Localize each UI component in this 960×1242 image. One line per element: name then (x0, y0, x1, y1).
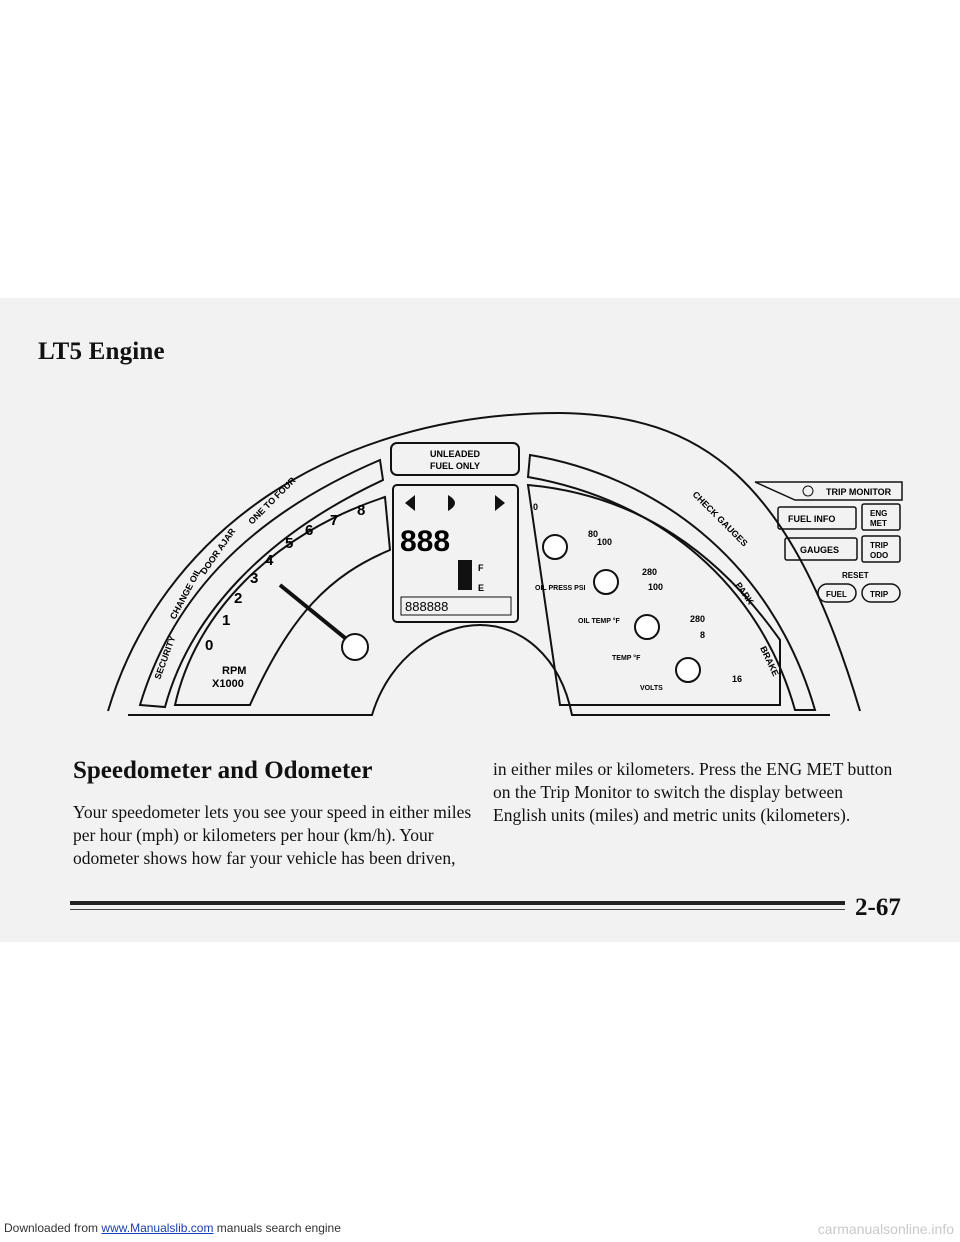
tach-number-5: 5 (285, 535, 293, 552)
trip-monitor-panel: TRIP MONITOR FUEL INFO ENG MET GAUGES TR… (754, 481, 903, 603)
fuel-info-label: FUEL INFO (788, 514, 835, 524)
fuel-full-mark: F (478, 563, 484, 573)
right-lamp-strip (526, 453, 817, 711)
tachometer-hub (341, 633, 369, 661)
subheading: Speedometer and Odometer (73, 757, 373, 784)
oil-temp-label: OIL TEMP °F (578, 617, 621, 625)
watermark: carmanualsonline.info (817, 1221, 954, 1237)
trip-odo-button (861, 535, 901, 563)
oil-press-tick-80: 80 (588, 529, 598, 539)
tach-number-2: 2 (234, 590, 242, 607)
left-lamp-strip (138, 458, 385, 709)
body-paragraph-left: Your speedometer lets you see your speed… (73, 802, 472, 868)
download-footer: Downloaded from www.Manualslib.com manua… (4, 1221, 341, 1235)
footer-rule-thick (70, 901, 845, 905)
center-display-panel (392, 484, 519, 623)
oil-temp-tick-280: 280 (642, 567, 657, 577)
trip-monitor-title: TRIP MONITOR (826, 487, 892, 497)
trip-monitor-header-box (754, 481, 903, 501)
voltmeter-gauge-hub (675, 657, 701, 683)
coolant-tick-280: 280 (690, 614, 705, 624)
digital-odometer-readout: 888888 (405, 599, 448, 614)
tach-number-6: 6 (305, 522, 313, 539)
tach-number-0: 0 (205, 637, 213, 654)
oil-pressure-gauge-hub (542, 534, 568, 560)
lamp-check-gauges: CHECK GAUGES (691, 489, 750, 548)
tach-number-1: 1 (222, 612, 230, 629)
fuel-info-button (777, 506, 857, 530)
footer-suffix: manuals search engine (216, 1221, 341, 1235)
left-turn-signal-icon (405, 495, 415, 511)
right-gauge-area (526, 483, 781, 706)
volts-label: VOLTS (640, 685, 663, 692)
trip-reset-button (861, 583, 901, 603)
tach-number-7: 7 (330, 512, 338, 529)
eng-met-label-line2: MET (870, 519, 887, 528)
reset-label: RESET (842, 571, 869, 580)
rpm-unit-label: X1000 (212, 678, 244, 690)
tach-number-3: 3 (250, 570, 258, 587)
oil-press-tick-0: 0 (533, 502, 538, 512)
volts-tick-16: 16 (732, 674, 742, 684)
footer-rule-thin (70, 909, 845, 910)
fuel-bar-graph (458, 560, 472, 590)
fuel-reset-label: FUEL (826, 590, 847, 599)
body-paragraph-right: in either miles or kilometers. Press the… (493, 759, 893, 825)
coolant-temp-label: TEMP °F (612, 654, 641, 662)
cluster-inner-outline (128, 623, 830, 716)
trip-odo-label-line2: ODO (870, 551, 888, 560)
unleaded-label-line1: UNLEADED (430, 449, 481, 459)
trip-reset-label: TRIP (870, 590, 889, 599)
tachometer-face (173, 495, 392, 706)
lamp-security: SECURITY (152, 634, 177, 680)
odometer-box (400, 596, 512, 616)
volts-tick-8: 8 (700, 630, 705, 640)
page-scan-area (0, 298, 960, 942)
eng-met-label-line1: ENG (870, 509, 887, 518)
tachometer-needle (278, 583, 352, 644)
digital-speed-readout: 888 (400, 525, 450, 558)
rpm-label: RPM (222, 665, 246, 677)
fuel-empty-mark: E (478, 583, 484, 593)
gauges-label: GAUGES (800, 545, 839, 555)
footer-prefix: Downloaded from (4, 1221, 99, 1235)
oil-press-label: OIL PRESS PSI (535, 585, 585, 592)
section-title: LT5 Engine (38, 338, 165, 365)
oil-temp-tick-100: 100 (597, 537, 612, 547)
cluster-outer-outline (107, 411, 861, 712)
unleaded-label-box (390, 442, 520, 476)
coolant-temp-gauge-hub (634, 614, 660, 640)
trip-monitor-indicator-icon (802, 485, 814, 497)
page-number: 2-67 (855, 894, 901, 921)
lamp-change-oil: CHANGE OIL (168, 566, 204, 621)
lamp-one-to-four: ONE TO FOUR (246, 475, 298, 527)
instrument-panel-diagram: UNLEADED FUEL ONLY 888 F E 888888 0 1 2 … (107, 411, 903, 716)
right-turn-signal-icon (495, 495, 505, 511)
coolant-tick-100: 100 (648, 582, 663, 592)
gauges-button (784, 537, 858, 561)
fuel-reset-button (817, 583, 857, 603)
unleaded-label-line2: FUEL ONLY (430, 461, 480, 471)
high-beam-icon (448, 495, 455, 511)
oil-temp-gauge-hub (593, 569, 619, 595)
tach-number-8: 8 (357, 502, 365, 519)
eng-met-button (861, 503, 901, 531)
manualslib-link[interactable]: www.Manualslib.com (101, 1221, 214, 1235)
trip-odo-label-line1: TRIP (870, 541, 889, 550)
tach-number-4: 4 (265, 552, 274, 569)
